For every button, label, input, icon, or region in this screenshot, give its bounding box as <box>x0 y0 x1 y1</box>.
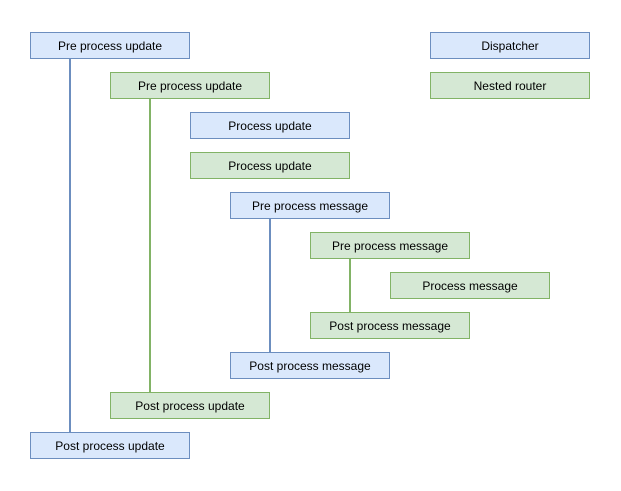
node-label: Pre process message <box>251 198 369 213</box>
node-label: Process message <box>422 278 518 293</box>
node-post-process-update-router: Post process update <box>110 392 270 419</box>
node-pre-process-update-router: Pre process update <box>110 72 270 99</box>
legend-nested-router-label: Nested router <box>473 78 547 93</box>
node-label: Process update <box>228 118 312 133</box>
node-label: Process update <box>228 158 312 173</box>
node-label: Pre process message <box>331 238 449 253</box>
node-post-process-message-router: Post process message <box>310 312 470 339</box>
node-label: Post process message <box>249 358 371 373</box>
node-label: Pre process update <box>137 78 243 93</box>
legend-nested-router: Nested router <box>430 72 590 99</box>
node-label: Post process message <box>329 318 451 333</box>
node-pre-process-update-dispatcher: Pre process update <box>30 32 190 59</box>
connector-router-update-lifeline <box>149 99 151 392</box>
node-pre-process-message-router: Pre process message <box>310 232 470 259</box>
connector-router-message-lifeline <box>349 259 351 312</box>
legend-dispatcher: Dispatcher <box>430 32 590 59</box>
node-label: Post process update <box>135 398 245 413</box>
connector-dispatcher-update-lifeline <box>69 59 71 432</box>
node-post-process-update-dispatcher: Post process update <box>30 432 190 459</box>
legend-dispatcher-label: Dispatcher <box>481 38 539 53</box>
node-label: Pre process update <box>57 38 163 53</box>
node-process-message-router: Process message <box>390 272 550 299</box>
node-process-update-dispatcher: Process update <box>190 112 350 139</box>
node-label: Post process update <box>55 438 165 453</box>
node-process-update-router: Process update <box>190 152 350 179</box>
node-post-process-message-dispatcher: Post process message <box>230 352 390 379</box>
connector-dispatcher-message-lifeline <box>269 219 271 352</box>
node-pre-process-message-dispatcher: Pre process message <box>230 192 390 219</box>
